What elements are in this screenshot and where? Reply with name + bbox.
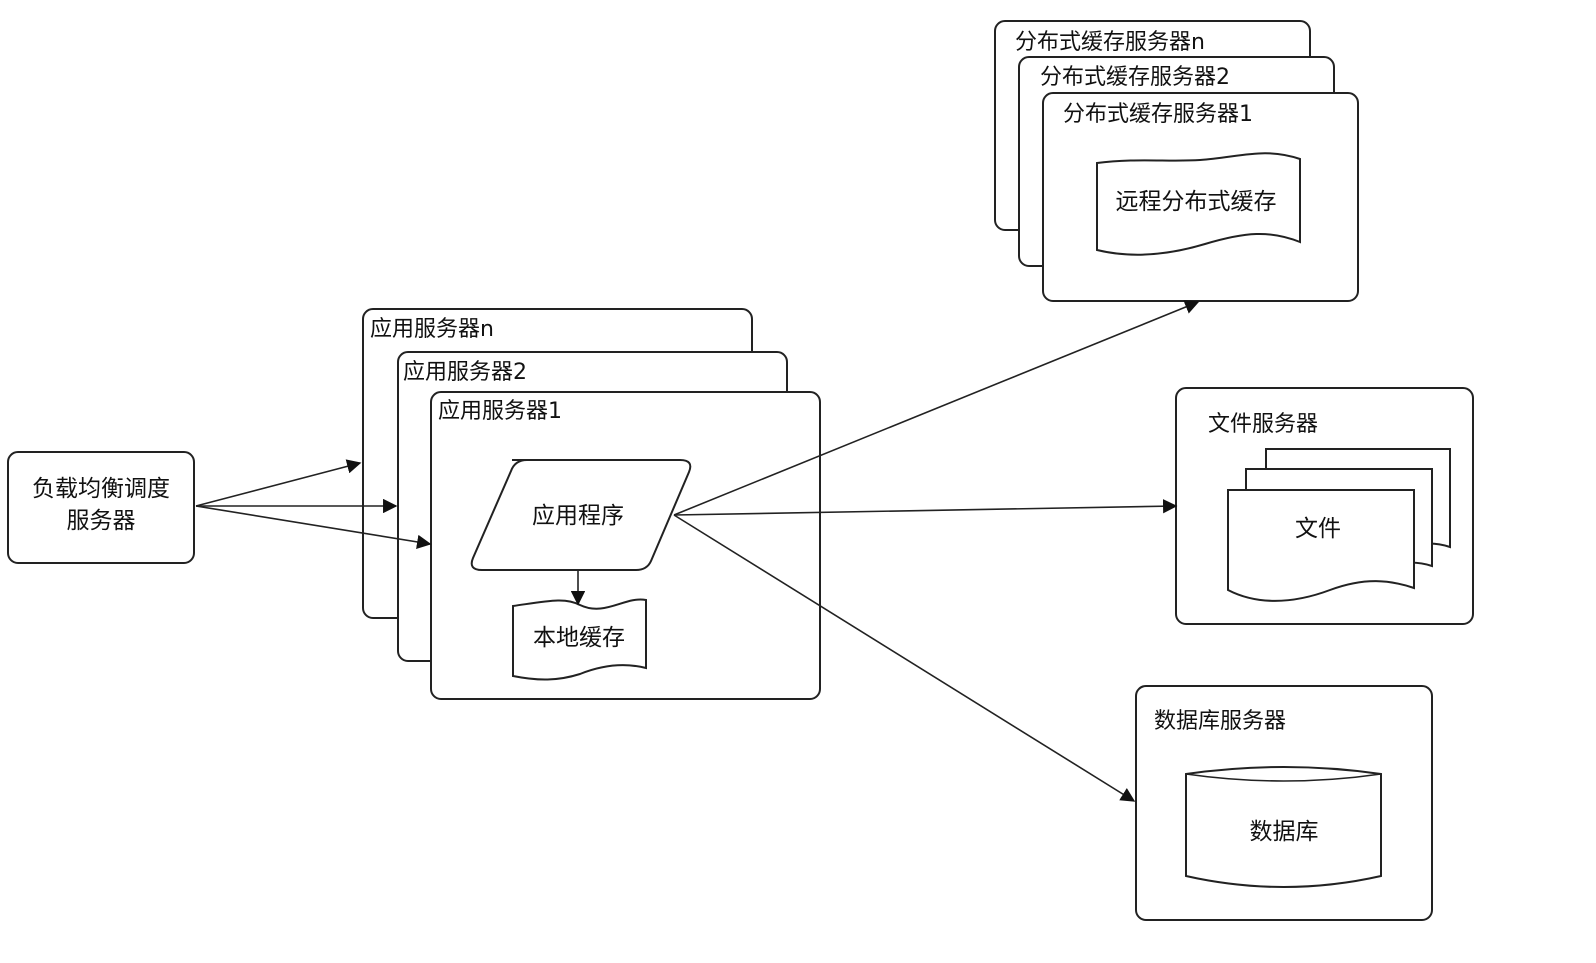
- app-server-1-title: 应用服务器1: [438, 399, 562, 424]
- edge-lb-to-app-1: [195, 505, 432, 550]
- local-cache-node: 本地缓存: [512, 598, 647, 681]
- cache-server-1: 分布式缓存服务器1 远程分布式缓存: [1042, 92, 1359, 302]
- db-server-title: 数据库服务器: [1154, 709, 1286, 734]
- file-doc-stack: 文件: [1227, 448, 1451, 602]
- app-server-2-title: 应用服务器2: [403, 360, 527, 385]
- app-program-label: 应用程序: [532, 503, 624, 529]
- file-server-node: 文件服务器 文件: [1175, 387, 1474, 625]
- load-balancer-label-line1: 负载均衡调度: [32, 476, 170, 502]
- edge-app-to-file-server: [673, 499, 1178, 516]
- file-label: 文件: [1295, 516, 1341, 542]
- remote-cache-node: 远程分布式缓存: [1096, 152, 1301, 256]
- load-balancer-label-line2: 服务器: [67, 508, 136, 534]
- edge-lb-to-app-n: [195, 459, 362, 507]
- app-server-n-title: 应用服务器n: [370, 317, 494, 342]
- cache-server-1-title: 分布式缓存服务器1: [1063, 102, 1253, 127]
- cache-server-n-title: 分布式缓存服务器n: [1015, 30, 1205, 55]
- edge-app-to-remote-cache: [673, 300, 1200, 516]
- remote-cache-label: 远程分布式缓存: [1116, 189, 1277, 215]
- file-server-title: 文件服务器: [1208, 412, 1318, 437]
- edge-app-to-db-server: [673, 514, 1136, 802]
- cache-server-2-title: 分布式缓存服务器2: [1040, 65, 1230, 90]
- db-server-node: 数据库服务器 数据库: [1135, 685, 1433, 921]
- connectors: [195, 300, 1200, 802]
- load-balancer-node: 负载均衡调度 服务器: [7, 451, 195, 564]
- database-label: 数据库: [1250, 819, 1319, 845]
- app-program-node: 应用程序: [470, 459, 692, 571]
- cache-server-stack: 分布式缓存服务器n 分布式缓存服务器2 分布式缓存服务器1 远程分布式缓存: [994, 20, 1359, 302]
- app-server-1: 应用服务器1 应用程序 本地缓存: [430, 391, 821, 700]
- database-cylinder: 数据库: [1185, 766, 1382, 888]
- local-cache-label: 本地缓存: [533, 625, 625, 651]
- app-server-stack: 应用服务器n 应用服务器2 应用服务器1 应用程序 本地缓存: [362, 308, 821, 700]
